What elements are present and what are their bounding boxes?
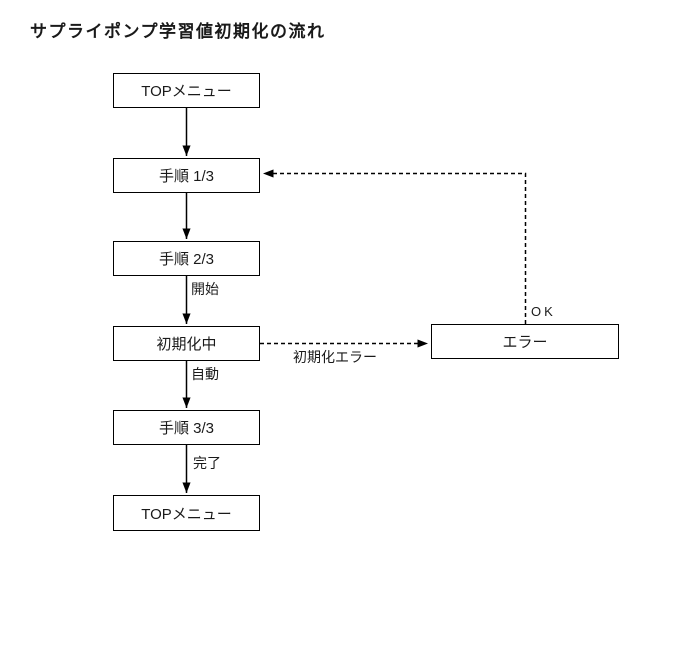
node-top-menu-start-label: TOPメニュー xyxy=(141,83,232,100)
node-top-menu-start: TOPメニュー xyxy=(113,73,260,108)
node-step-2-label: 手順 2/3 xyxy=(158,251,215,268)
node-step-1: 手順 1/3 xyxy=(113,158,260,193)
node-top-menu-end-label: TOPメニュー xyxy=(141,505,232,523)
node-initializing: 初期化中 xyxy=(113,326,260,361)
node-initializing-label: 初期化中 xyxy=(156,336,217,353)
diagram-title: サプライポンプ学習値初期化の流れ xyxy=(30,22,326,41)
edge-label-complete: 完了 xyxy=(193,455,221,471)
edge-label-init-error: 初期化エラー xyxy=(293,349,377,365)
node-step-2: 手順 2/3 xyxy=(113,241,260,276)
node-top-menu-end: TOPメニュー xyxy=(113,495,260,531)
edge-label-start: 開始 xyxy=(191,281,219,297)
arrow-ok-return-dashed xyxy=(263,169,527,324)
node-step-1-label: 手順 1/3 xyxy=(158,168,215,185)
node-step-3: 手順 3/3 xyxy=(113,410,260,445)
node-error-label: エラー xyxy=(502,334,548,351)
edge-label-ok: OK xyxy=(531,304,556,319)
node-step-3-label: 手順 3/3 xyxy=(158,420,215,437)
edge-label-auto: 自動 xyxy=(191,366,219,382)
node-error: エラー xyxy=(431,324,619,359)
